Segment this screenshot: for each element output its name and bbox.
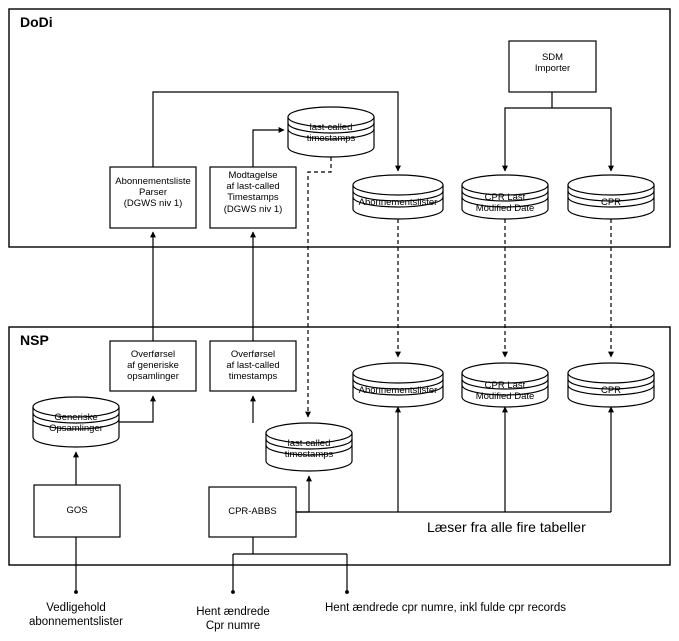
cyl-nsp-cpr-last-modified-date [461, 362, 549, 408]
flow-parser-to-abonnementslister [152, 91, 401, 172]
box-modtagelse-last-called [209, 166, 297, 229]
cyl-nsp-cpr [567, 362, 655, 408]
cyl-dodi-abonnementslister [352, 174, 444, 220]
box-abonnementsliste-parser [109, 166, 197, 229]
flow-sdm-to-cpr [552, 107, 614, 172]
box-overfoersel-last-called [209, 340, 297, 392]
cyl-dodi-cpr [567, 174, 655, 220]
flow-sdm-to-cpr-last-modified [502, 107, 552, 172]
cyl-generiske-opsamlinger [32, 396, 120, 448]
box-overfoersel-generiske [109, 340, 197, 392]
cyl-dodi-cpr-last-modified-date [461, 174, 549, 220]
box-gos [33, 484, 121, 538]
cyl-nsp-abonnementslister [352, 362, 444, 408]
box-cpr-abbs [208, 486, 297, 538]
box-sdm-importer [508, 40, 597, 93]
cyl-dodi-last-called-timestamps [287, 106, 375, 158]
flow-dash-dodi-lastcalled-to-nsp [305, 157, 332, 418]
flow-modtagelse-to-lastcalled [252, 127, 285, 167]
cyl-nsp-last-called-timestamps [265, 422, 353, 472]
flow-generiske-to-overfoersel [119, 395, 156, 423]
